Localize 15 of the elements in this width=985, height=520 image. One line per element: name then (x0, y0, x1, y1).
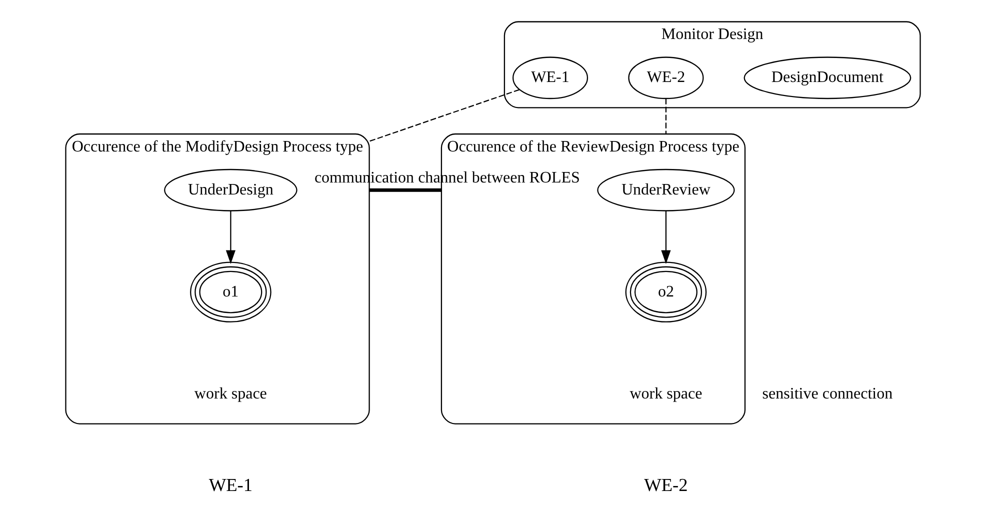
connector (368, 188, 441, 192)
node-ellipse: o2 (624, 262, 706, 322)
node-ellipse: WE-2 (628, 56, 704, 100)
node-ellipse: DesignDocument (743, 56, 911, 100)
node-ellipse: WE-1 (512, 56, 588, 100)
label: sensitive connection (762, 385, 892, 402)
node-label: WE-2 (644, 475, 688, 496)
arrow (225, 210, 235, 264)
connector (368, 89, 520, 142)
connector (664, 98, 666, 134)
node-ellipse: UnderReview (596, 168, 734, 212)
node-ellipse: UnderDesign (164, 168, 297, 212)
node-ellipse: o1 (190, 262, 271, 322)
arrow (660, 210, 670, 264)
node-label: WE-1 (208, 475, 252, 496)
